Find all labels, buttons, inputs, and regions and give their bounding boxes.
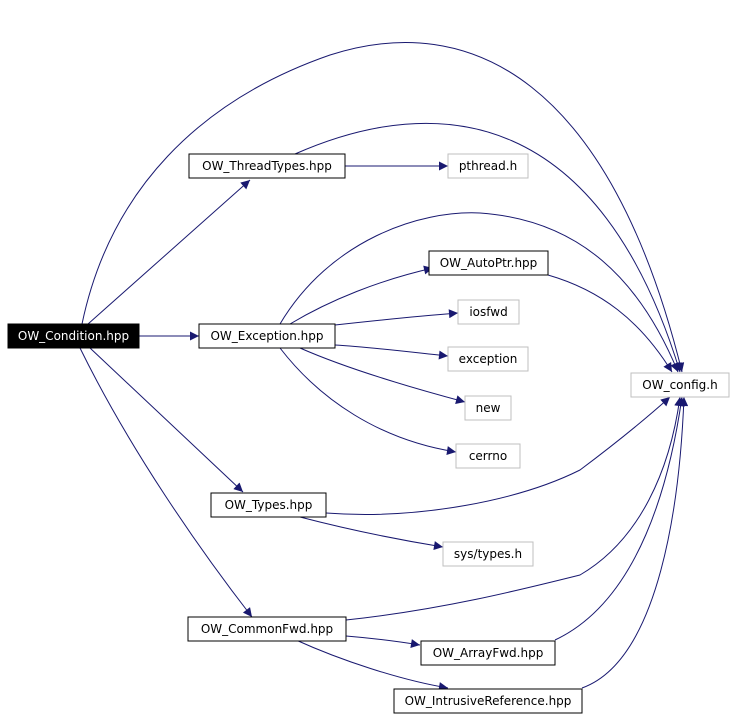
node-ow-condition[interactable]: OW_Condition.hpp — [7, 323, 140, 349]
node-label: OW_Condition.hpp — [18, 329, 129, 343]
edge-commonfwd-to-config — [345, 396, 684, 621]
edge-condition-to-config — [81, 42, 685, 373]
edge-exception-to-new — [299, 347, 466, 405]
node-ow-autoptr[interactable]: OW_AutoPtr.hpp — [428, 250, 549, 276]
edge-exception-to-autoptr — [289, 265, 434, 325]
node-ow-threadtypes[interactable]: OW_ThreadTypes.hpp — [188, 153, 346, 179]
edge-exception-to-cerrno — [279, 347, 457, 456]
edge-condition-to-commonfwd — [79, 347, 253, 618]
node-label: OW_config.h — [642, 378, 717, 392]
node-ow-exception[interactable]: OW_Exception.hpp — [198, 323, 336, 349]
node-label: exception — [459, 352, 518, 366]
node-iosfwd[interactable]: iosfwd — [457, 299, 520, 325]
node-label: OW_ThreadTypes.hpp — [202, 159, 332, 173]
node-ow-intrusivereference[interactable]: OW_IntrusiveReference.hpp — [393, 688, 583, 714]
node-label: cerrno — [469, 449, 507, 463]
edge-threadtypes-to-config — [294, 122, 682, 373]
edge-condition-to-types — [89, 347, 244, 493]
node-new[interactable]: new — [464, 395, 512, 421]
edge-types-to-systypes — [299, 516, 444, 550]
node-ow-config[interactable]: OW_config.h — [630, 372, 730, 398]
edge-arrayfwd-to-config — [554, 396, 686, 641]
edge-autoptr-to-config — [547, 274, 673, 373]
node-pthread[interactable]: pthread.h — [447, 153, 529, 179]
edge-intrusiveref-to-config — [581, 396, 689, 689]
edge-types-to-config — [325, 396, 671, 515]
node-label: OW_Types.hpp — [225, 498, 313, 512]
node-label: iosfwd — [469, 305, 507, 319]
node-exception[interactable]: exception — [447, 346, 529, 372]
node-cerrno[interactable]: cerrno — [455, 443, 521, 469]
node-label: new — [476, 401, 501, 415]
node-label: OW_Exception.hpp — [210, 329, 323, 343]
edges — [79, 42, 689, 691]
node-ow-types[interactable]: OW_Types.hpp — [210, 492, 327, 518]
node-label: OW_CommonFwd.hpp — [201, 622, 333, 636]
edge-commonfwd-to-intrusiveref — [295, 639, 449, 691]
edge-exception-to-iosfwd — [334, 309, 459, 326]
node-label: sys/types.h — [454, 547, 522, 561]
node-ow-commonfwd[interactable]: OW_CommonFwd.hpp — [187, 616, 347, 642]
edge-commonfwd-to-arrayfwd — [345, 635, 421, 648]
edge-exception-to-std-exception — [334, 344, 449, 360]
node-label: OW_AutoPtr.hpp — [440, 256, 538, 270]
node-label: OW_IntrusiveReference.hpp — [405, 694, 572, 708]
node-label: pthread.h — [459, 159, 517, 173]
node-sys-types[interactable]: sys/types.h — [442, 541, 534, 567]
node-label: OW_ArrayFwd.hpp — [433, 646, 544, 660]
edge-exception-to-config — [279, 212, 679, 373]
node-ow-arrayfwd[interactable]: OW_ArrayFwd.hpp — [420, 640, 556, 666]
edge-condition-to-threadtypes — [87, 179, 251, 325]
